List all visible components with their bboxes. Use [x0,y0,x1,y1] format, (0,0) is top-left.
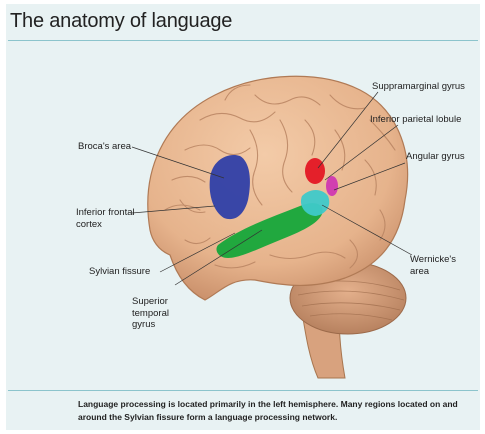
supramarginal-gyrus-region [305,158,325,184]
label-angular-gyrus: Angular gyrus [406,151,465,163]
angular-gyrus-region [326,176,338,196]
label-sylvian-fissure: Sylvian fissure [89,266,150,278]
label-inferior-frontal-cortex: Inferior frontal cortex [76,207,135,230]
figure-caption: Language processing is located primarily… [78,398,478,424]
label-supramarginal-gyrus: Suppramarginal gyrus [372,81,465,93]
label-inferior-parietal-lobule: Inferior parietal lobule [370,114,461,126]
label-wernickes-area: Wernicke's area [410,254,456,277]
label-superior-temporal-gyrus: Superior temporal gyrus [132,296,169,331]
caption-divider [8,390,478,391]
label-brocas-area: Broca's area [78,141,131,153]
cerebrum [148,76,408,300]
